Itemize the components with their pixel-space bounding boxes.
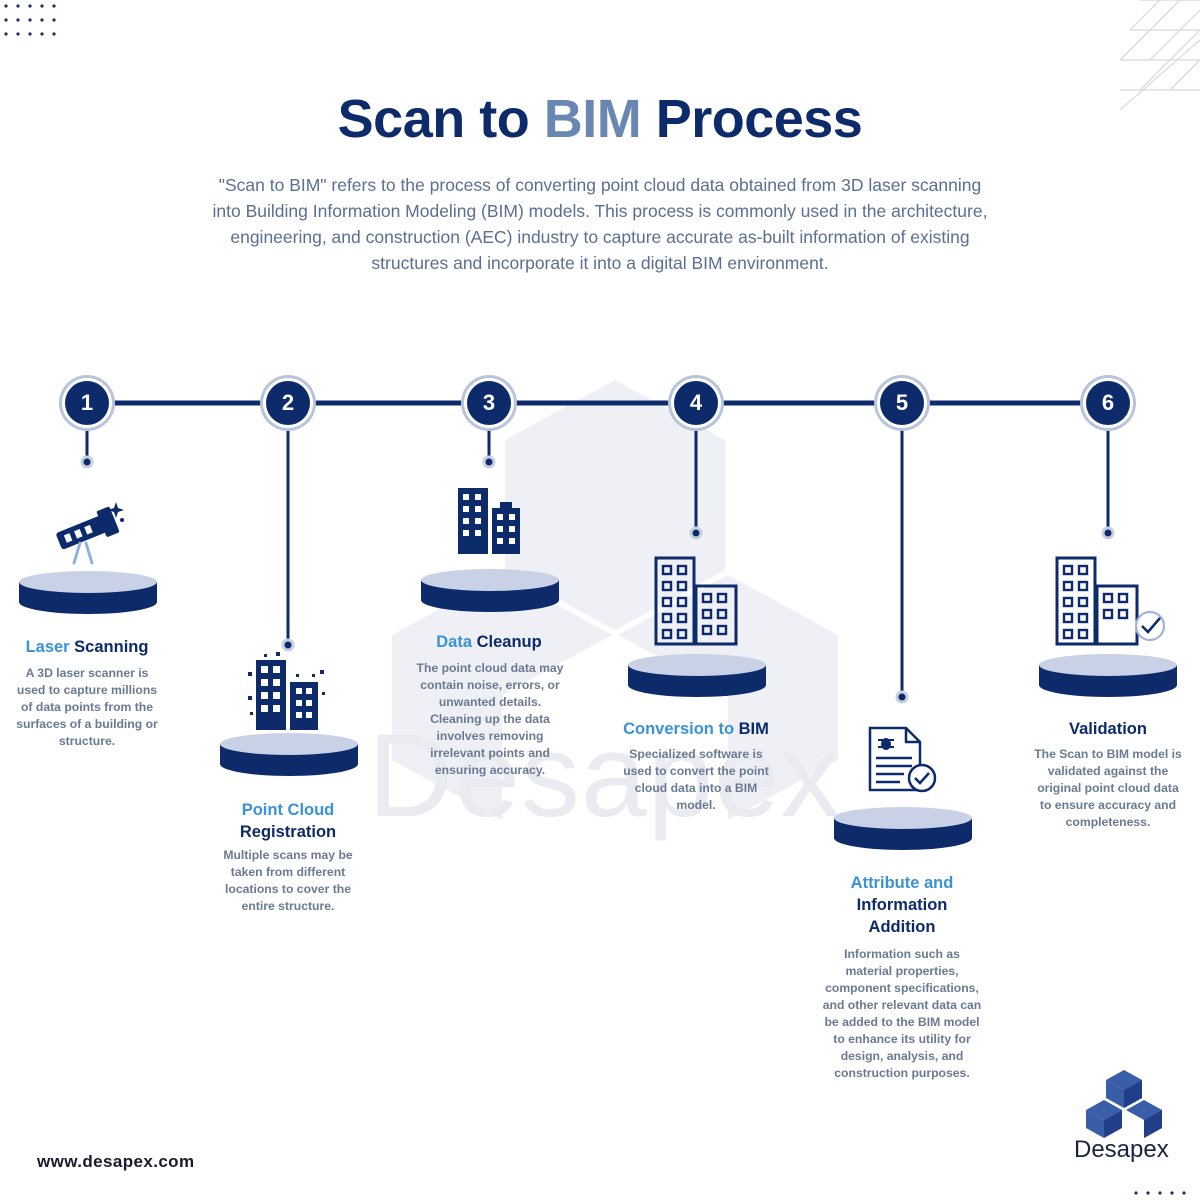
intro-paragraph: "Scan to BIM" refers to the process of c… (212, 175, 988, 273)
document-check-icon (868, 726, 937, 793)
building-check-icon (1055, 556, 1166, 646)
pedestal-icon (1039, 654, 1177, 697)
buildings-icon (654, 556, 738, 646)
grid-decoration (1120, 0, 1200, 110)
step-1-title: Laser Scanning (25, 638, 149, 656)
step-1-description: A 3D laser scanner is used to capture mi… (16, 666, 158, 748)
dot-grid-decoration (4, 4, 56, 36)
watermark-text: Desapex (368, 710, 841, 842)
step-6-title: Validation (1069, 720, 1147, 738)
step-4-title: Conversion to BIM (623, 720, 769, 738)
step-4-description: Specialized software is used to convert … (623, 747, 769, 812)
pedestal-icon (19, 571, 157, 614)
step-4-badge: 4 (674, 381, 718, 425)
point-cloud-building-icon (248, 652, 325, 730)
step-2-description: Multiple scans may be taken from differe… (223, 848, 353, 913)
pedestal-icon (628, 654, 766, 697)
step-2-badge: 2 (266, 381, 310, 425)
step-6-description: The Scan to BIM model is validated again… (1034, 747, 1182, 829)
step-5-description: Information such as material properties,… (822, 947, 982, 1080)
pedestal-icon (421, 569, 559, 612)
page-title: Scan to BIM Process (337, 89, 863, 149)
step-3-title: Data Cleanup (436, 633, 542, 651)
pedestal-icon (220, 733, 358, 776)
laser-scanner-icon (56, 502, 124, 565)
website-link[interactable]: www.desapex.com (37, 1152, 195, 1171)
step-5-badge: 5 (880, 381, 924, 425)
step-1-badge: 1 (65, 381, 109, 425)
brand-name: Desapex (1074, 1136, 1169, 1163)
pedestal-icon (834, 807, 972, 850)
buildings-icon (458, 488, 520, 554)
step-6-badge: 6 (1086, 381, 1130, 425)
dot-grid-decoration (1134, 1191, 1186, 1195)
step-3-description: The point cloud data may contain noise, … (416, 661, 564, 777)
step-3-badge: 3 (467, 381, 511, 425)
brand-logo-icon (1086, 1070, 1162, 1138)
